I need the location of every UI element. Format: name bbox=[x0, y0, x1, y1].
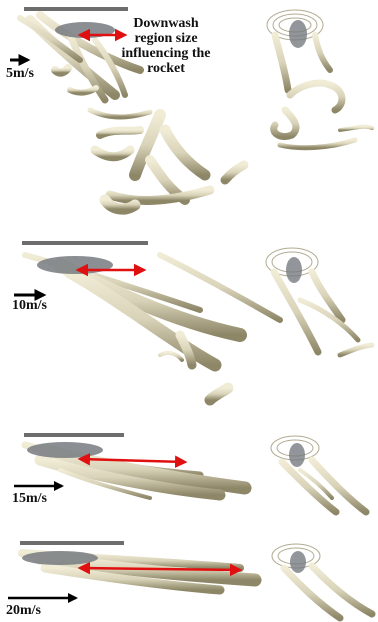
rocket-core bbox=[27, 442, 103, 458]
panel-15ms-side-view bbox=[24, 433, 245, 498]
panel-10ms-side-view bbox=[22, 241, 280, 400]
rotor-bar bbox=[20, 541, 124, 545]
speed-label-15ms: 15m/s bbox=[12, 491, 47, 507]
panel-10ms-top-view bbox=[266, 248, 372, 355]
panel-20ms-top-view bbox=[272, 544, 372, 618]
speed-label-10ms: 10m/s bbox=[12, 298, 47, 314]
rotor-bar bbox=[24, 433, 124, 437]
panel-5ms-top-view bbox=[267, 10, 372, 148]
rotor-bar bbox=[24, 7, 128, 11]
rotor-bar bbox=[22, 241, 148, 245]
rocket-core bbox=[22, 551, 98, 565]
panel-15ms-top-view bbox=[271, 436, 366, 512]
panel-20ms-side-view bbox=[20, 541, 255, 590]
rocket-core bbox=[37, 256, 113, 274]
speed-label-20ms: 20m/s bbox=[6, 603, 41, 619]
speed-label-5ms: 5m/s bbox=[6, 66, 34, 82]
downwash-annotation: Downwash region size influencing the roc… bbox=[118, 16, 214, 76]
